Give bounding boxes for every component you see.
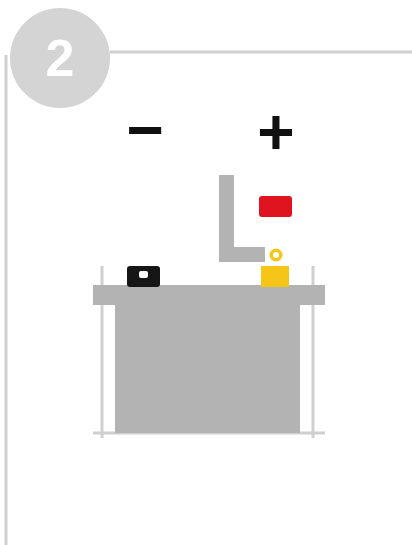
terminal-cap [259,196,292,217]
positive-terminal [261,266,289,287]
header-rule [110,51,412,54]
step-number: 2 [46,32,75,84]
side-rule [5,55,8,545]
cable [219,175,265,262]
terminal-hole [139,271,148,278]
battery-body [115,303,300,433]
polarity-sign: + [257,100,294,164]
ring-hole [273,252,279,258]
ring-terminal [270,249,283,262]
negative-terminal [127,266,160,287]
polarity-sign: − [126,98,163,162]
battery-lid [93,285,325,305]
step-number-circle: 2 [10,8,110,108]
